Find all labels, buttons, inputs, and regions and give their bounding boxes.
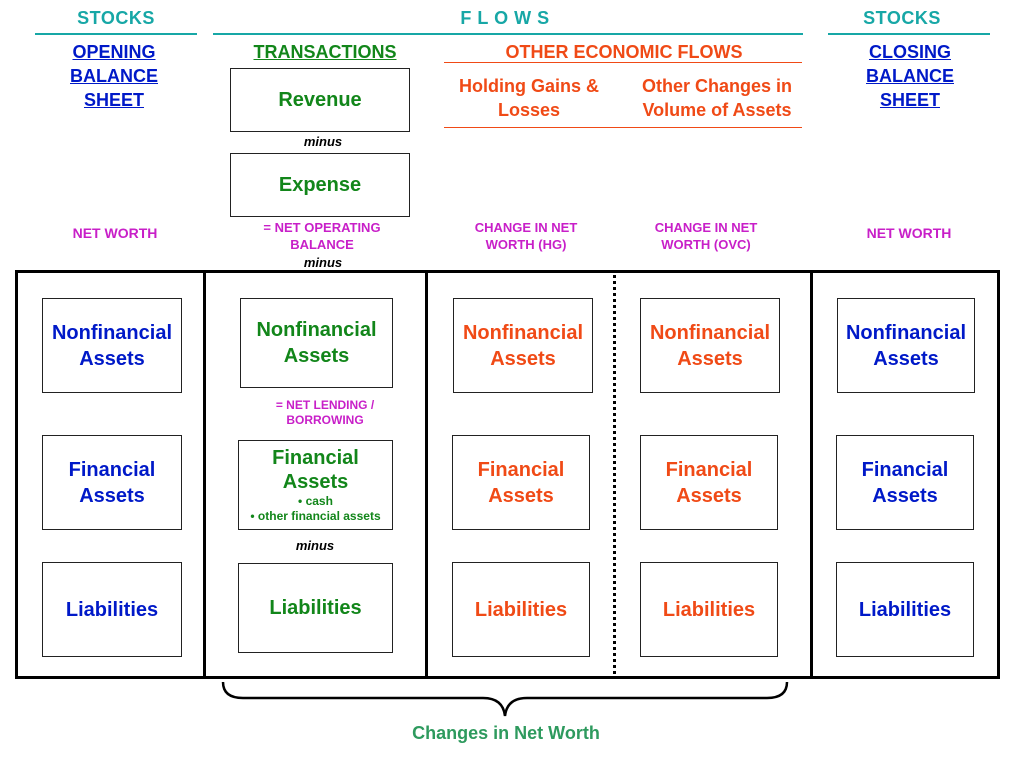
stocks-left-title: STOCKS xyxy=(77,8,155,28)
divider-transactions-hg xyxy=(425,270,428,679)
minus-label-2: minus xyxy=(303,255,343,270)
transactions-header: TRANSACTIONS xyxy=(253,42,397,62)
expense-box: Expense xyxy=(230,153,410,217)
hg-nonfinancial-assets-box: Nonfinancial Assets xyxy=(453,298,593,393)
other-flows-bottom-rule xyxy=(444,127,802,128)
closing-net-worth-label: NET WORTH xyxy=(866,225,952,241)
financial-item-cash: • cash xyxy=(298,494,333,508)
ovc-nonfinancial-assets-box: Nonfinancial Assets xyxy=(640,298,780,393)
expense-label: Expense xyxy=(278,174,362,196)
closing-financial-assets-label: Financial Assets xyxy=(861,458,949,507)
flows-title: F L O W S xyxy=(460,8,550,28)
closing-nonfinancial-assets-box: Nonfinancial Assets xyxy=(837,298,975,393)
net-lending-borrowing-label: = NET LENDING / BORROWING xyxy=(275,398,375,427)
opening-financial-assets-label: Financial Assets xyxy=(68,458,156,507)
hg-nonfinancial-assets-label: Nonfinancial Assets xyxy=(462,321,583,370)
ovc-nonfinancial-assets-label: Nonfinancial Assets xyxy=(649,321,770,370)
opening-net-worth-label: NET WORTH xyxy=(72,225,158,241)
other-economic-flows-header: OTHER ECONOMIC FLOWS xyxy=(505,42,743,62)
flows-rule xyxy=(213,33,803,35)
divider-opening-transactions xyxy=(203,270,206,679)
minus-label-1: minus xyxy=(303,134,343,149)
other-changes-header: Other Changes in Volume of Assets xyxy=(641,76,793,120)
closing-nonfinancial-assets-label: Nonfinancial Assets xyxy=(845,321,966,370)
opening-liabilities-label: Liabilities xyxy=(65,598,159,621)
opening-nonfinancial-assets-box: Nonfinancial Assets xyxy=(42,298,182,393)
other-flows-top-rule xyxy=(444,62,802,63)
divider-hg-ovc-dotted xyxy=(613,270,616,679)
closing-liabilities-box: Liabilities xyxy=(836,562,974,657)
ovc-financial-assets-box: Financial Assets xyxy=(640,435,778,530)
main-table-frame xyxy=(15,270,1000,679)
divider-ovc-closing xyxy=(810,270,813,679)
closing-balance-sheet-header: CLOSING BALANCE SHEET xyxy=(866,42,954,110)
hg-financial-assets-label: Financial Assets xyxy=(477,458,565,507)
opening-liabilities-box: Liabilities xyxy=(42,562,182,657)
transactions-liabilities-box: Liabilities xyxy=(238,563,393,653)
minus-label-3: minus xyxy=(295,538,335,553)
changes-in-net-worth-label: Changes in Net Worth xyxy=(412,723,600,743)
transactions-nonfinancial-assets-box: Nonfinancial Assets xyxy=(240,298,393,388)
closing-financial-assets-box: Financial Assets xyxy=(836,435,974,530)
ovc-financial-assets-label: Financial Assets xyxy=(665,458,753,507)
opening-balance-sheet-header: OPENING BALANCE SHEET xyxy=(70,42,158,110)
hg-liabilities-label: Liabilities xyxy=(474,598,568,621)
ovc-liabilities-box: Liabilities xyxy=(640,562,778,657)
stocks-left-rule xyxy=(35,33,197,35)
revenue-box: Revenue xyxy=(230,68,410,132)
opening-financial-assets-box: Financial Assets xyxy=(42,435,182,530)
financial-item-other: • other financial assets xyxy=(250,509,381,523)
transactions-financial-assets-label: Financial Assets xyxy=(272,447,359,493)
closing-liabilities-label: Liabilities xyxy=(858,598,952,621)
transactions-liabilities-label: Liabilities xyxy=(269,597,362,619)
opening-nonfinancial-assets-label: Nonfinancial Assets xyxy=(51,321,172,370)
net-operating-balance-label: = NET OPERATING BALANCE xyxy=(263,220,381,252)
ovc-liabilities-label: Liabilities xyxy=(662,598,756,621)
stocks-right-rule xyxy=(828,33,990,35)
changes-brace xyxy=(221,681,789,717)
holding-gains-header: Holding Gains & Losses xyxy=(458,76,599,120)
hg-liabilities-box: Liabilities xyxy=(452,562,590,657)
transactions-financial-assets-box: Financial Assets • cash • other financia… xyxy=(238,440,393,530)
transactions-nonfinancial-assets-label: Nonfinancial Assets xyxy=(256,319,377,367)
revenue-label: Revenue xyxy=(278,89,362,111)
hg-financial-assets-box: Financial Assets xyxy=(452,435,590,530)
change-net-worth-hg-label: CHANGE IN NET WORTH (HG) xyxy=(474,220,578,252)
change-net-worth-ovc-label: CHANGE IN NET WORTH (OVC) xyxy=(654,220,758,252)
stocks-right-title: STOCKS xyxy=(863,8,941,28)
